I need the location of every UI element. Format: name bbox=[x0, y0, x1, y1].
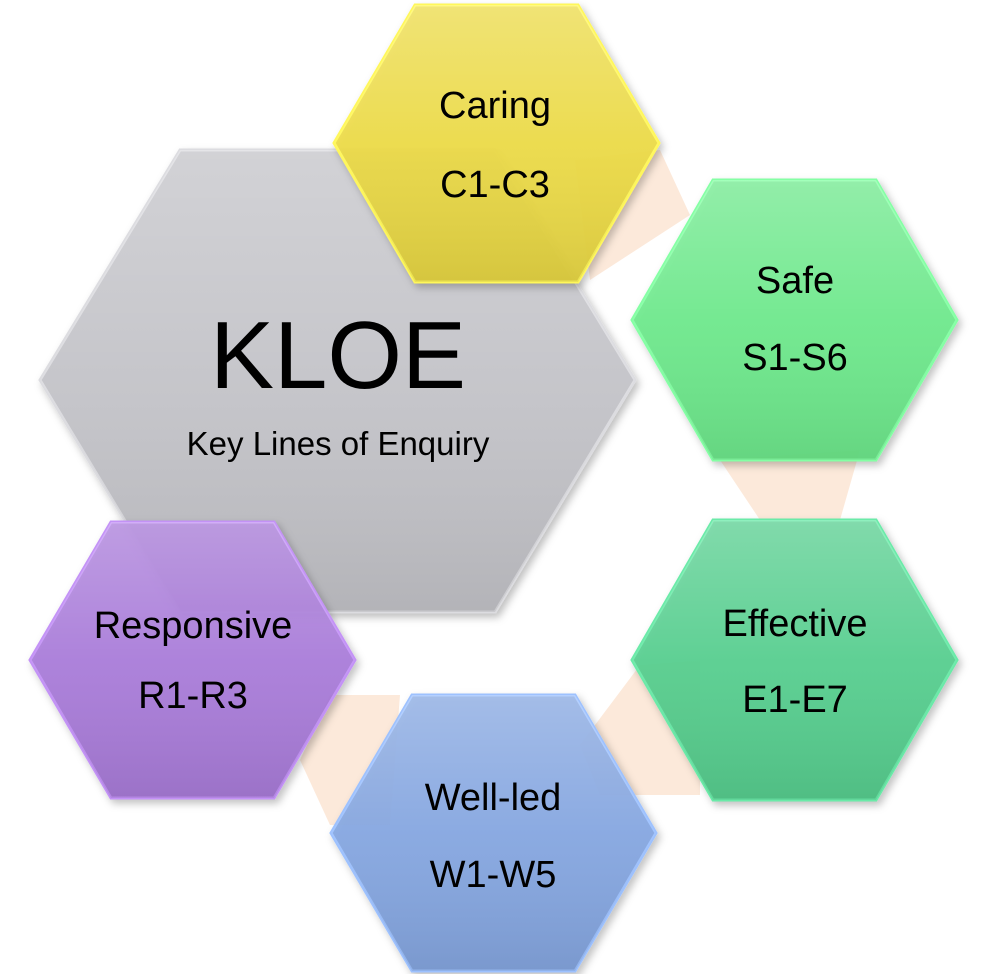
safe-label: Safe bbox=[756, 260, 834, 302]
center-title: KLOE bbox=[210, 302, 466, 409]
effective-code: E1-E7 bbox=[742, 679, 848, 721]
responsive-label: Responsive bbox=[94, 605, 293, 647]
caring-hexagon-gloss bbox=[334, 5, 659, 282]
caring-code: C1-C3 bbox=[440, 164, 550, 206]
responsive-hexagon: Responsive R1-R3 bbox=[28, 520, 357, 800]
safe-hexagon: Safe S1-S6 bbox=[630, 178, 959, 462]
center-hexagon: KLOE Key Lines of Enquiry bbox=[38, 148, 637, 614]
effective-hexagon: Effective E1-E7 bbox=[630, 518, 959, 802]
center-subtitle: Key Lines of Enquiry bbox=[187, 425, 490, 462]
caring-hexagon: Caring C1-C3 bbox=[332, 3, 661, 284]
well-led-label: Well-led bbox=[425, 777, 562, 819]
effective-hexagon-gloss bbox=[632, 520, 957, 800]
safe-code: S1-S6 bbox=[742, 337, 848, 379]
well-led-hexagon-gloss bbox=[331, 695, 656, 971]
well-led-code: W1-W5 bbox=[430, 854, 557, 896]
caring-label: Caring bbox=[439, 85, 551, 127]
safe-hexagon-gloss bbox=[632, 180, 957, 460]
effective-label: Effective bbox=[722, 603, 867, 645]
responsive-code: R1-R3 bbox=[138, 675, 248, 717]
connector-safe-effective bbox=[720, 450, 860, 520]
well-led-hexagon: Well-led W1-W5 bbox=[329, 693, 658, 973]
responsive-hexagon-gloss bbox=[30, 522, 355, 798]
